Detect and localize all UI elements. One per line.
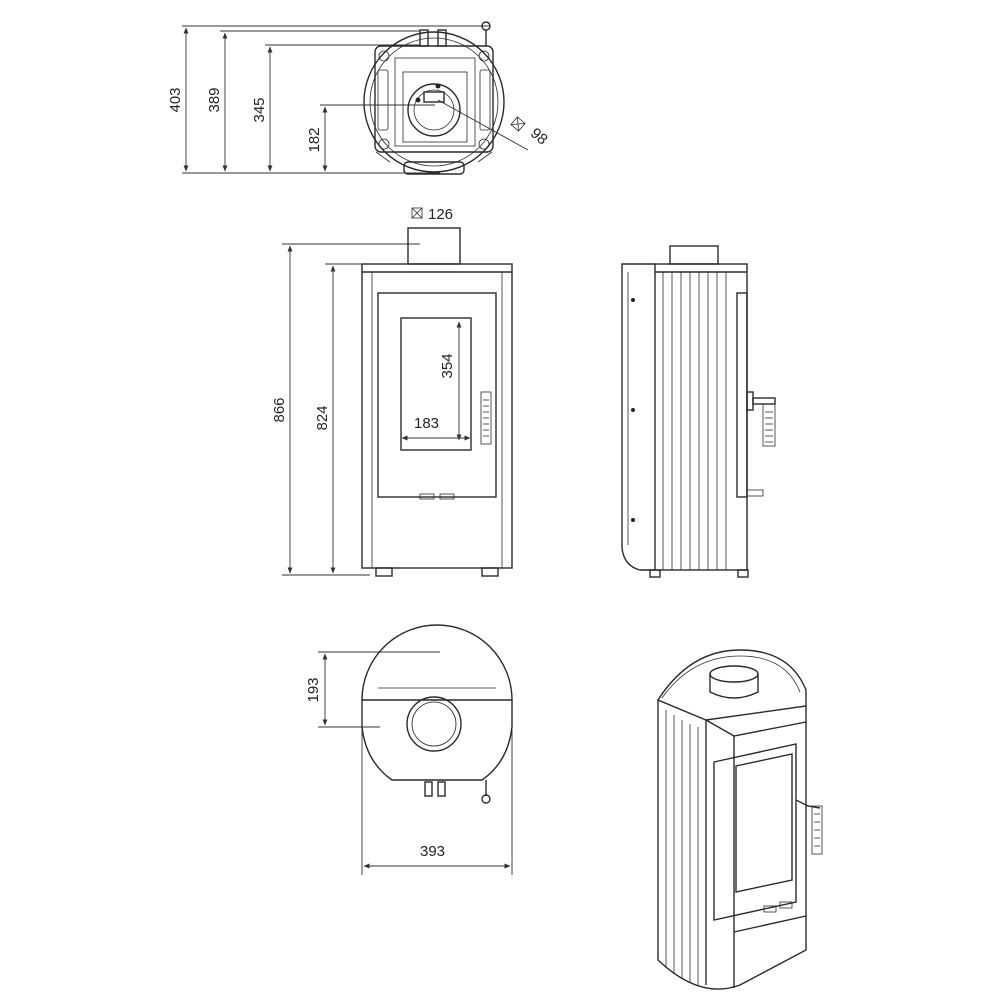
dim-label-403: 403 [167,87,184,112]
dim-label-183: 183 [414,415,439,432]
bottom-view-body [363,21,505,175]
dim-label-182: 182 [306,127,323,152]
square-symbol-icon [411,207,423,219]
dim-label-824: 824 [314,405,331,430]
top-view-dimensions [318,651,513,875]
front-view-dimensions [282,243,471,576]
dim-label-345: 345 [251,97,268,122]
square-symbol-icon [510,116,526,132]
dim-label-126: 126 [428,206,453,223]
dim-label-98: 98 [527,125,551,149]
perspective-view [656,649,823,990]
bottom-view: 403 389 345 182 98 [167,21,551,175]
top-view: 193 393 [305,624,513,875]
dim-label-389: 389 [206,87,223,112]
bottom-view-dimensions [182,25,529,174]
dim-label-193: 193 [305,677,322,702]
top-view-body [361,624,513,804]
dim-label-393: 393 [420,843,445,860]
side-view [621,245,776,578]
dim-label-354: 354 [439,353,456,378]
front-view-body [361,227,513,577]
dim-label-866: 866 [271,397,288,422]
front-view: 126 [271,206,513,577]
